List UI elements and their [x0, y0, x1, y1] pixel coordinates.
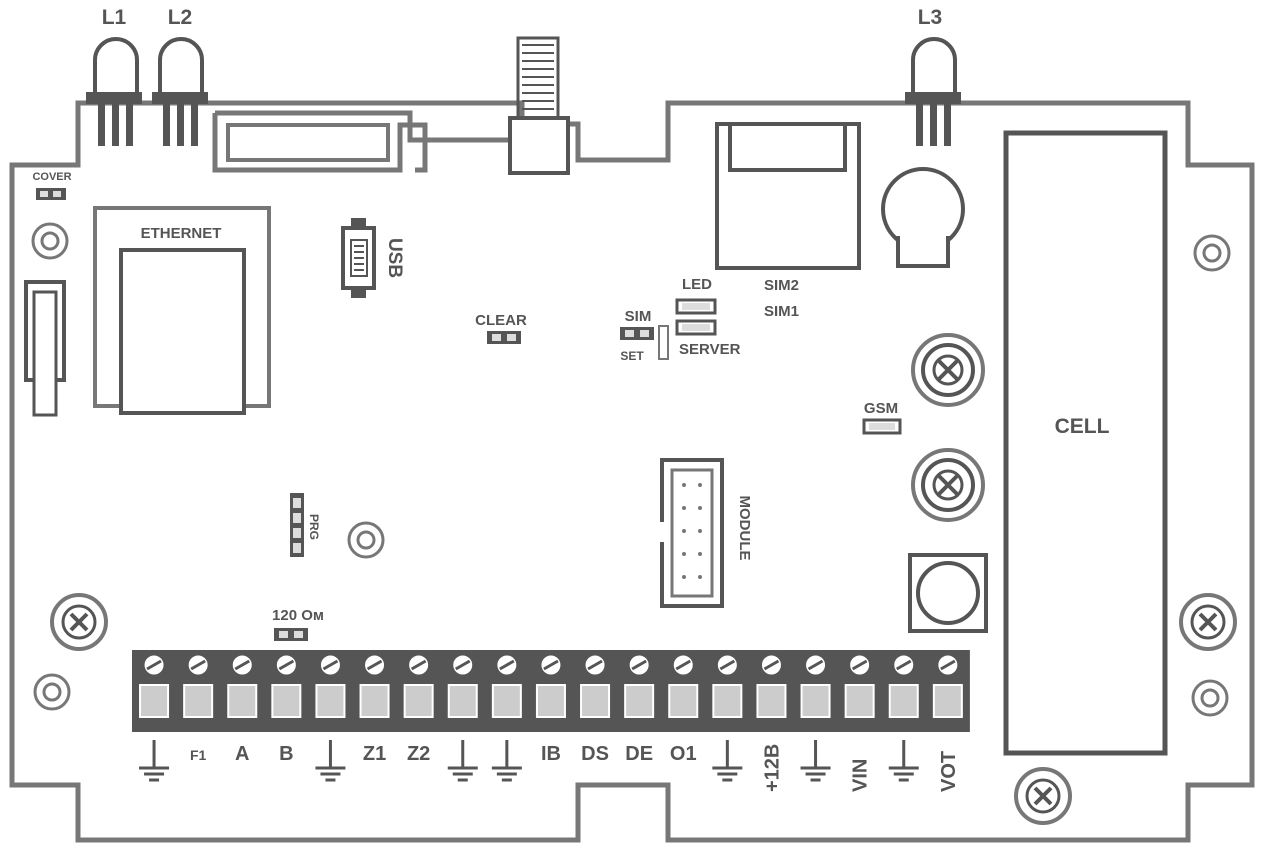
server-label: SERVER — [679, 341, 741, 358]
set-label: SET — [620, 349, 644, 363]
prg-label: PRG — [307, 514, 321, 540]
led-l3 — [905, 37, 961, 146]
terminal-15 — [756, 652, 787, 718]
terminal-13 — [668, 652, 699, 718]
sim-set-pcb-mark — [658, 325, 669, 360]
terminal-label-3: A — [235, 743, 249, 765]
cover-label: COVER — [32, 171, 71, 183]
ground-symbol-5 — [315, 740, 346, 782]
push-button — [908, 553, 988, 633]
terminal-label-2: F1 — [190, 747, 207, 763]
terminal-10 — [535, 652, 566, 718]
terminal-5 — [315, 652, 346, 718]
screw-bottom-right — [1014, 767, 1072, 825]
terminal-label-12: DE — [625, 743, 653, 765]
ethernet-label: ETHERNET — [141, 225, 222, 242]
terminal-block: F1 A B Z1 Z2 IB DS DE O1 +12B VIN VOT — [132, 650, 970, 792]
module-label: MODULE — [736, 496, 753, 561]
clear-jumper — [487, 331, 521, 344]
terminal-7 — [403, 652, 434, 718]
ground-symbol-9 — [491, 740, 522, 782]
ground-symbol-8 — [447, 740, 478, 782]
ground-symbol-1 — [139, 740, 170, 782]
terminal-label-13: O1 — [670, 743, 697, 765]
terminal-16 — [800, 652, 831, 718]
usb-connector — [341, 218, 376, 298]
terminal-label-15: +12B — [761, 744, 783, 792]
mount-hole-center — [347, 521, 385, 559]
clear-label: CLEAR — [475, 312, 527, 329]
tamper-switch — [24, 280, 66, 417]
ground-symbol-16 — [800, 740, 831, 782]
mount-hole-left-top — [31, 222, 69, 260]
terminal-6 — [359, 652, 390, 718]
screw-upper — [911, 333, 985, 407]
terminal-3 — [227, 652, 258, 718]
antenna-trace — [212, 110, 510, 173]
led-pad-label: LED — [682, 276, 712, 293]
led-pad — [675, 298, 717, 315]
terminal-14 — [712, 652, 743, 718]
mount-hole-right-top — [1193, 234, 1231, 272]
usb-label: USB — [384, 238, 405, 278]
server-pad — [675, 319, 717, 336]
sim-jumper — [620, 327, 654, 340]
terminal-17 — [844, 652, 875, 718]
screw-right — [1179, 593, 1237, 651]
terminal-1 — [139, 652, 170, 718]
led-l3-label: L3 — [918, 6, 943, 29]
mount-hole-left-bottom — [33, 673, 71, 711]
ground-symbol-18 — [888, 740, 919, 782]
antenna-connector — [508, 36, 570, 175]
terminal-label-19: VOT — [938, 751, 960, 792]
terminal-4 — [271, 652, 302, 718]
led-l1-label: L1 — [102, 6, 127, 29]
mount-hole-right-bottom — [1191, 679, 1229, 717]
ethernet-port — [93, 206, 271, 415]
gsm-led — [862, 418, 902, 435]
terminal-label-7: Z2 — [407, 743, 430, 765]
screw-left — [50, 593, 108, 651]
led-l2 — [152, 37, 208, 146]
terminal-label-4: B — [279, 743, 293, 765]
resistor-jumper — [274, 628, 308, 641]
sim-label: SIM — [625, 308, 652, 325]
terminal-label-6: Z1 — [363, 743, 386, 765]
terminal-18 — [888, 652, 919, 718]
terminal-19 — [932, 652, 963, 718]
terminal-label-17: VIN — [850, 759, 872, 792]
ground-symbol-14 — [712, 740, 743, 782]
terminal-8 — [447, 652, 478, 718]
module-connector — [660, 458, 724, 608]
terminal-2 — [183, 652, 214, 718]
gsm-label: GSM — [864, 400, 898, 417]
screw-lower — [911, 448, 985, 522]
cell-label: CELL — [1055, 415, 1110, 438]
terminal-12 — [624, 652, 655, 718]
buzzer — [881, 167, 965, 268]
led-l1 — [86, 37, 142, 146]
antenna-trace-inner — [226, 123, 390, 162]
cover-jumper — [36, 188, 66, 200]
terminal-label-10: IB — [541, 743, 561, 765]
battery-cell — [1003, 130, 1168, 756]
sim2-label: SIM2 — [764, 277, 799, 294]
led-l2-label: L2 — [168, 6, 193, 29]
resistor-label: 120 Ом — [272, 607, 324, 624]
sim-card-holder — [715, 122, 861, 270]
terminal-11 — [580, 652, 611, 718]
terminal-9 — [491, 652, 522, 718]
prg-jumper — [290, 493, 304, 557]
sim1-label: SIM1 — [764, 303, 799, 320]
terminal-label-11: DS — [581, 743, 609, 765]
